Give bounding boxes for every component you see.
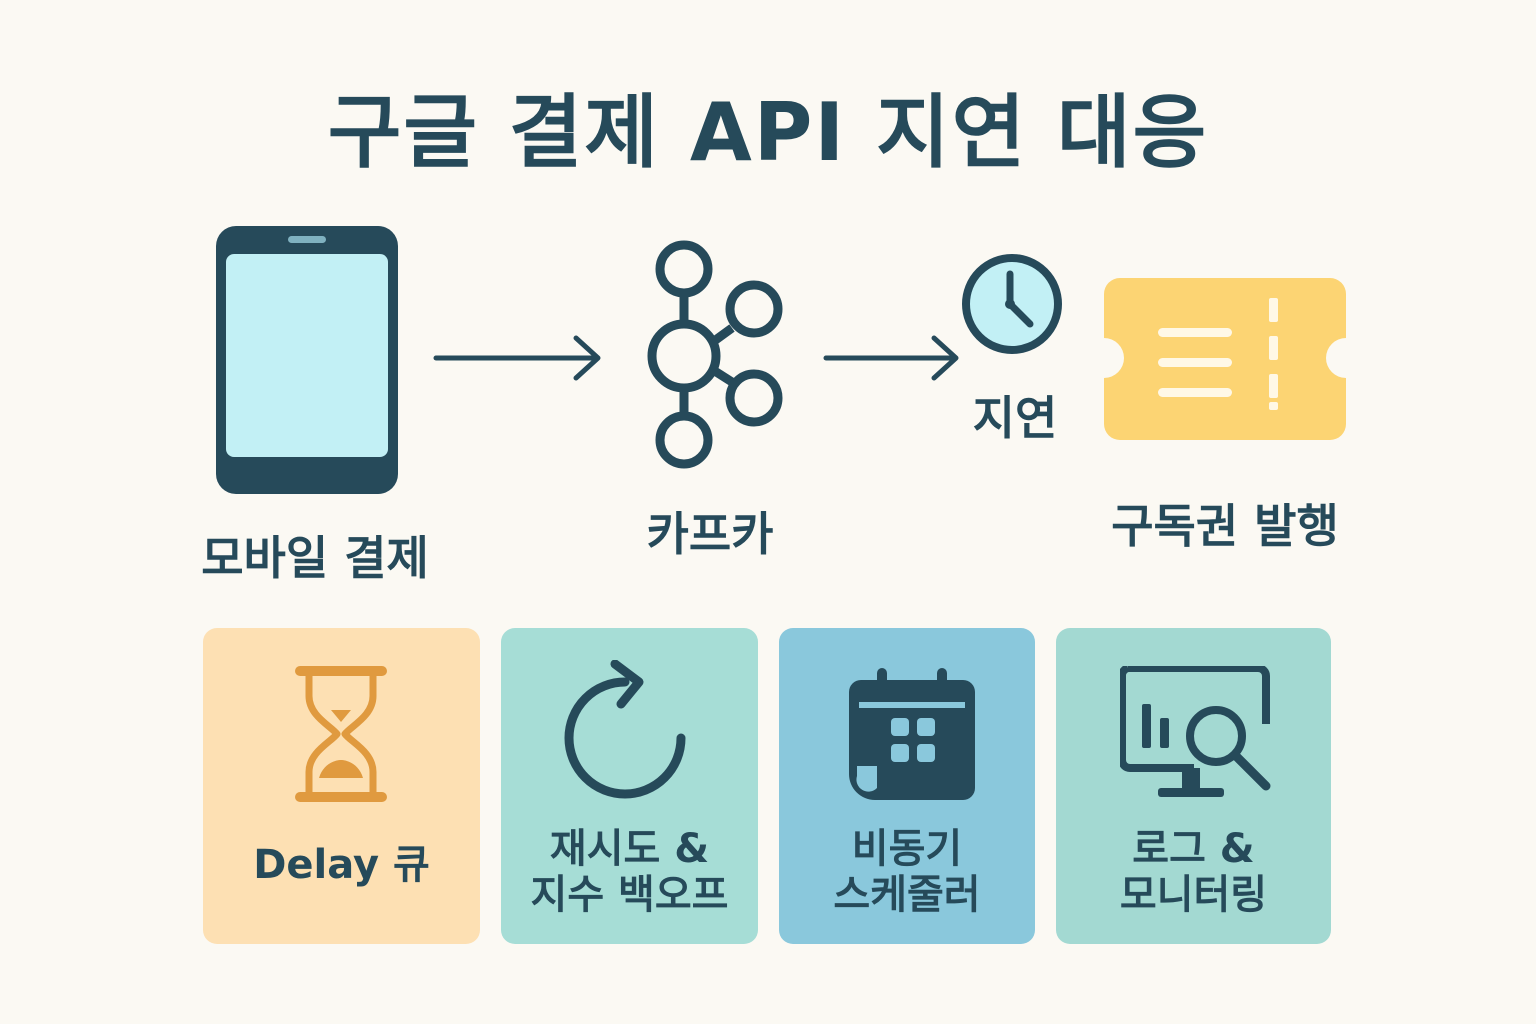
card-delay-queue: Delay 큐 (203, 628, 480, 944)
card-label-line: 비동기 (851, 826, 963, 872)
card-label: 비동기 스케줄러 (779, 826, 1035, 918)
delay-label: 지연 (972, 391, 1058, 445)
card-label-line: 스케줄러 (833, 872, 981, 918)
kafka-icon (647, 240, 783, 469)
card-label: Delay 큐 (203, 842, 480, 888)
arrow-right-icon (433, 335, 601, 381)
card-label: 로그 & 모니터링 (1056, 826, 1331, 918)
hourglass-icon (295, 666, 387, 802)
card-label-line: 재시도 & (549, 826, 710, 872)
monitor-search-icon (1120, 666, 1271, 797)
card-label: 재시도 & 지수 백오프 (501, 826, 758, 918)
calendar-icon (849, 668, 975, 800)
card-label-line: 지수 백오프 (530, 872, 729, 918)
card-label-line: Delay 큐 (253, 842, 430, 888)
arrow-right-icon (823, 335, 959, 381)
card-label-line: 로그 & (1132, 826, 1255, 872)
kafka-label: 카프카 (646, 507, 774, 561)
page-title: 구글 결제 API 지연 대응 (327, 86, 1209, 179)
mobile-phone-icon (216, 226, 398, 494)
mobile-payment-label: 모바일 결제 (201, 531, 429, 585)
refresh-icon (564, 660, 686, 799)
clock-icon (962, 254, 1062, 354)
card-retry-backoff: 재시도 & 지수 백오프 (501, 628, 758, 944)
subscription-issue-label: 구독권 발행 (1111, 499, 1339, 553)
card-async-scheduler: 비동기 스케줄러 (779, 628, 1035, 944)
card-label-line: 모니터링 (1119, 872, 1268, 918)
card-log-monitoring: 로그 & 모니터링 (1056, 628, 1331, 944)
ticket-icon (1104, 278, 1346, 440)
